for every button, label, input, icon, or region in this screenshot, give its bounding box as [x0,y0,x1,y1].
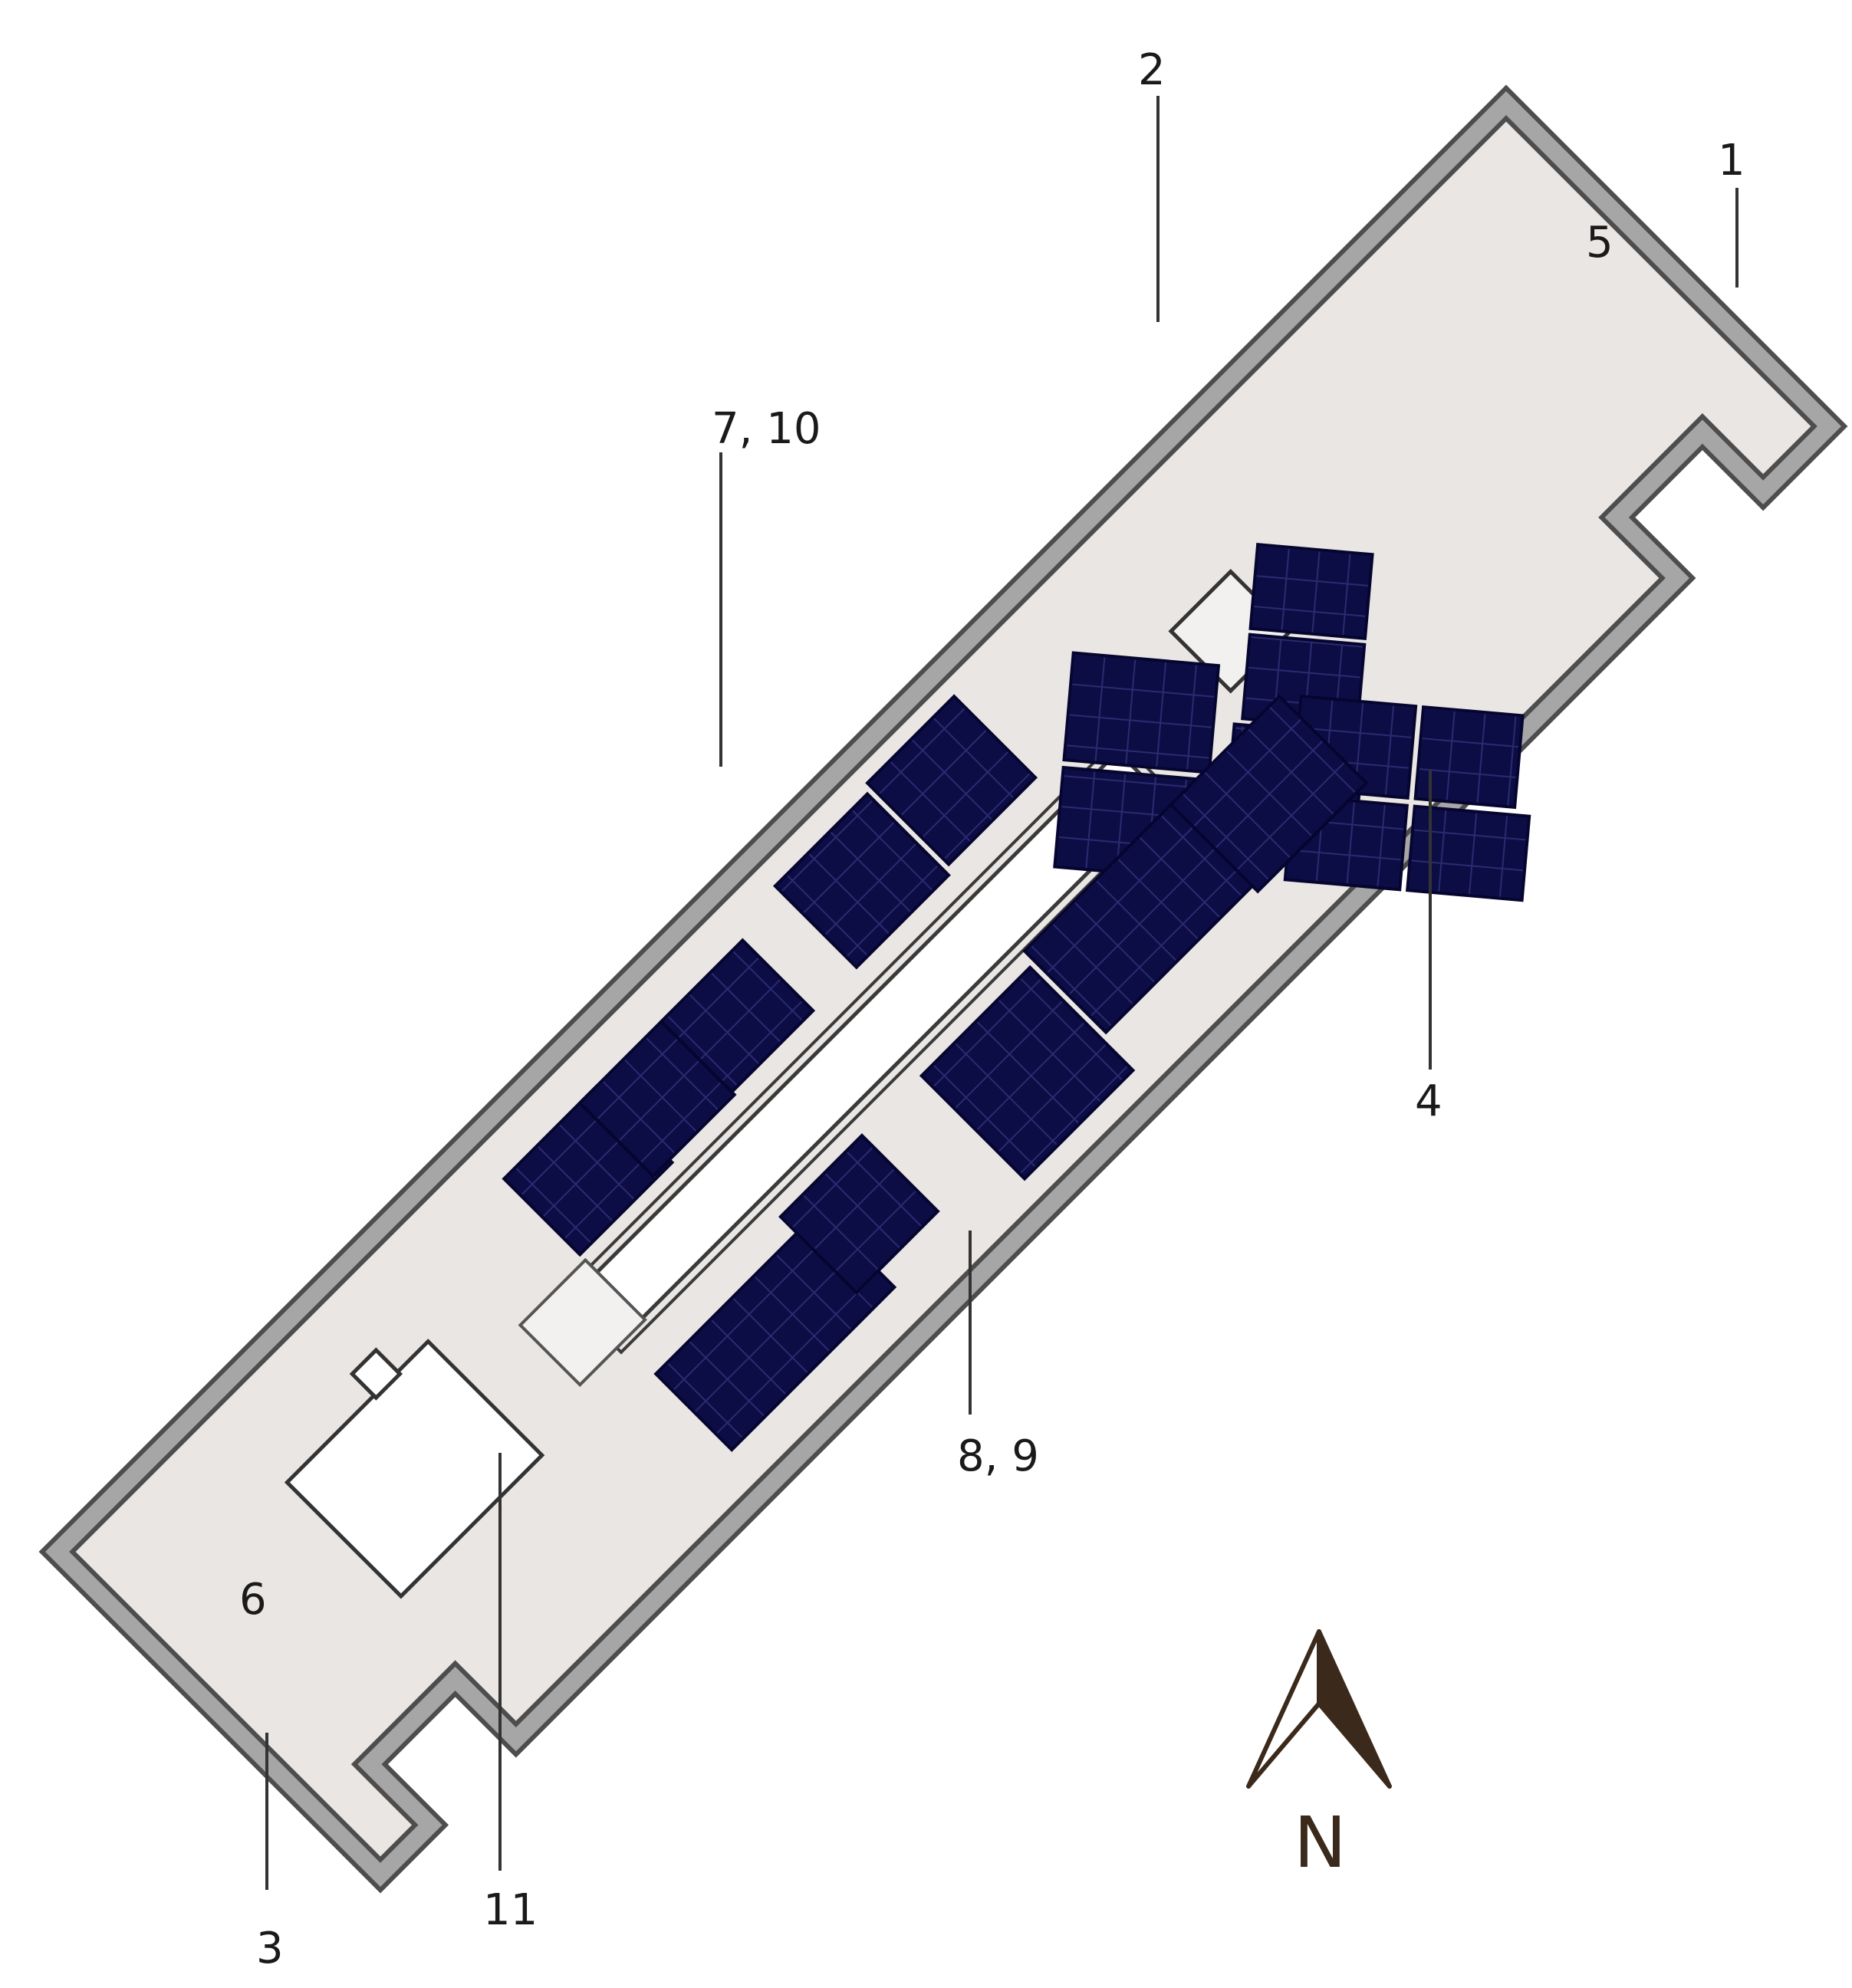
rooftop-unit-small [349,1347,403,1401]
callout-7-10: 7, 10 [712,404,821,454]
pv-array [1169,694,1369,894]
callout-2: 2 [1138,45,1166,95]
pv-array [865,694,1038,867]
callout-5: 5 [1586,218,1614,268]
building-footprint [38,84,1848,1894]
pv-array [659,938,816,1095]
rooftop-unit-access [518,1257,647,1388]
pv-array [919,964,1136,1181]
rooftop-unit-large [284,1339,545,1599]
north-arrow-icon [1246,1629,1392,1789]
callout-leaders [265,96,1739,1890]
pv-array [778,1133,940,1295]
north-label: N [1294,1802,1347,1884]
pv-array [772,791,951,970]
callout-8-9: 8, 9 [957,1431,1039,1481]
callout-3: 3 [256,1924,284,1973]
callout-4: 4 [1415,1076,1442,1126]
callout-1: 1 [1718,136,1745,186]
callout-11: 11 [483,1885,538,1935]
callout-6: 6 [239,1575,267,1625]
